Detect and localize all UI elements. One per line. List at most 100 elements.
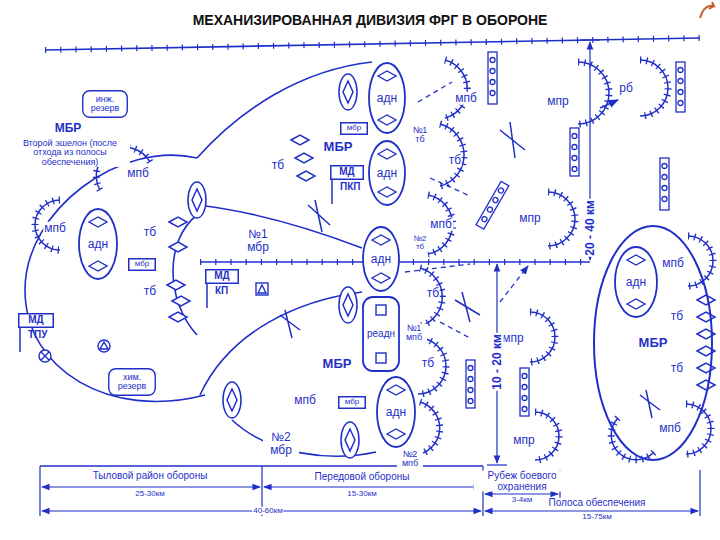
tank-symbol: [169, 312, 187, 322]
minefield-strip: [678, 68, 683, 73]
map-label: Второй эшелон (после отхода из полосы об…: [10, 139, 130, 167]
reserve-symbol: [341, 422, 359, 458]
minefield-strip: [522, 407, 527, 412]
artillery-area: адн: [368, 140, 406, 206]
reserve-symbol: [339, 287, 357, 323]
minefield-strip: [572, 167, 577, 172]
rocket-artillery-area: реадн: [362, 296, 400, 372]
antitank-obstacle: [600, 100, 618, 108]
minefield-strip: [490, 91, 495, 96]
reserve-outline: [83, 91, 128, 118]
defence-position-ticks: [35, 60, 713, 460]
boundary-ticks: [45, 38, 700, 50]
antitank-obstacle: [280, 310, 300, 338]
minefield-strip: [481, 216, 488, 223]
unit-label: адн: [626, 276, 646, 289]
dimension-line: [699, 470, 700, 516]
defence-position: [35, 60, 713, 460]
antitank-obstacle: [500, 122, 525, 158]
reserve-symbol: [343, 294, 353, 316]
area-outline: [363, 227, 399, 291]
area-outline: [377, 377, 415, 447]
minefield-strip: [466, 52, 685, 416]
map-label: тб: [670, 310, 684, 323]
minefield-strip: [487, 206, 494, 213]
zone-boundary: [197, 205, 362, 248]
zone-boundary: [200, 292, 362, 395]
minefield-strip: [660, 158, 669, 210]
artillery-area: адн: [362, 226, 400, 292]
post-symbol: [98, 340, 110, 352]
post-symbol: [100, 342, 108, 349]
reserve-outline: [109, 369, 156, 396]
minefield-strip: [662, 186, 667, 191]
antitank-obstacle: [640, 390, 660, 418]
reserve-symbol: [339, 74, 357, 110]
post-symbol: [39, 283, 268, 362]
gun-symbol: [378, 149, 396, 159]
gun-symbol: [89, 261, 107, 271]
map-label: №2 тб: [409, 235, 431, 252]
minefield-strip: [468, 377, 473, 382]
minefield-strip: [678, 101, 683, 106]
unit-label: МД: [214, 271, 229, 282]
map-label: №1 тб: [408, 126, 432, 145]
map-label: тб: [143, 226, 157, 239]
unit-flag: мбр: [338, 396, 366, 409]
map-label: №2 мпб: [397, 450, 423, 469]
map-label: 25-30км: [134, 490, 165, 498]
artillery-area: адн: [376, 376, 416, 448]
minefield-strip: [678, 90, 683, 95]
minefield-strip: [468, 399, 473, 404]
area-outline: [615, 247, 657, 317]
minefield-strip: [466, 360, 475, 408]
minefield-strip: [522, 374, 527, 379]
fire-line: [430, 178, 470, 196]
nav-icon: [700, 2, 714, 18]
gun-symbol: [387, 429, 405, 439]
minefield-strip: [492, 197, 499, 204]
map-label: №1 мпб: [401, 324, 427, 343]
map-label: рб: [618, 82, 634, 95]
minefield-strip: [490, 58, 495, 63]
unit-label: адн: [371, 253, 391, 266]
minefield-strip: [678, 79, 683, 84]
unit-label: реадн: [367, 329, 395, 340]
flag-box: [331, 166, 364, 180]
post-label: ПКП: [340, 182, 360, 193]
gun-symbol: [89, 217, 107, 227]
map-label: МБР: [54, 122, 83, 135]
tank-symbol: [169, 217, 187, 227]
minefield-strip: [488, 52, 497, 104]
post-symbol: [256, 283, 268, 295]
minefield-strip: [468, 388, 473, 393]
gun-symbol: [387, 385, 405, 395]
gun-symbol: [378, 71, 396, 81]
reserve-symbol: [227, 389, 237, 411]
fire-line: [405, 264, 470, 272]
unit-label: мбр: [135, 260, 149, 268]
flag-box: [339, 397, 366, 409]
area-outline: [363, 297, 399, 371]
minefield-strip: [498, 187, 505, 194]
map-label: №2 мбр: [263, 431, 299, 456]
gun-symbol: [372, 273, 390, 283]
launcher-symbol: [376, 305, 386, 315]
map-label: МБР: [323, 140, 354, 154]
minefield-strip: [572, 145, 577, 150]
area-outline: [369, 141, 405, 205]
minefield-strip: [468, 366, 473, 371]
unit-flag: мбр: [340, 122, 368, 135]
unit-label: хим. резерв: [114, 373, 150, 392]
antitank-obstacle: [455, 292, 480, 322]
post-symbol: [41, 352, 49, 360]
map-label: Передовой обороны: [314, 472, 411, 483]
unit-label: адн: [386, 406, 406, 419]
gun-symbol: [378, 187, 396, 197]
map-label: тб: [421, 357, 435, 370]
brigade-area: МБРадн: [593, 225, 713, 461]
unit-label: адн: [377, 92, 397, 105]
tank-symbol: [167, 135, 715, 390]
tank-symbol: [295, 153, 313, 163]
